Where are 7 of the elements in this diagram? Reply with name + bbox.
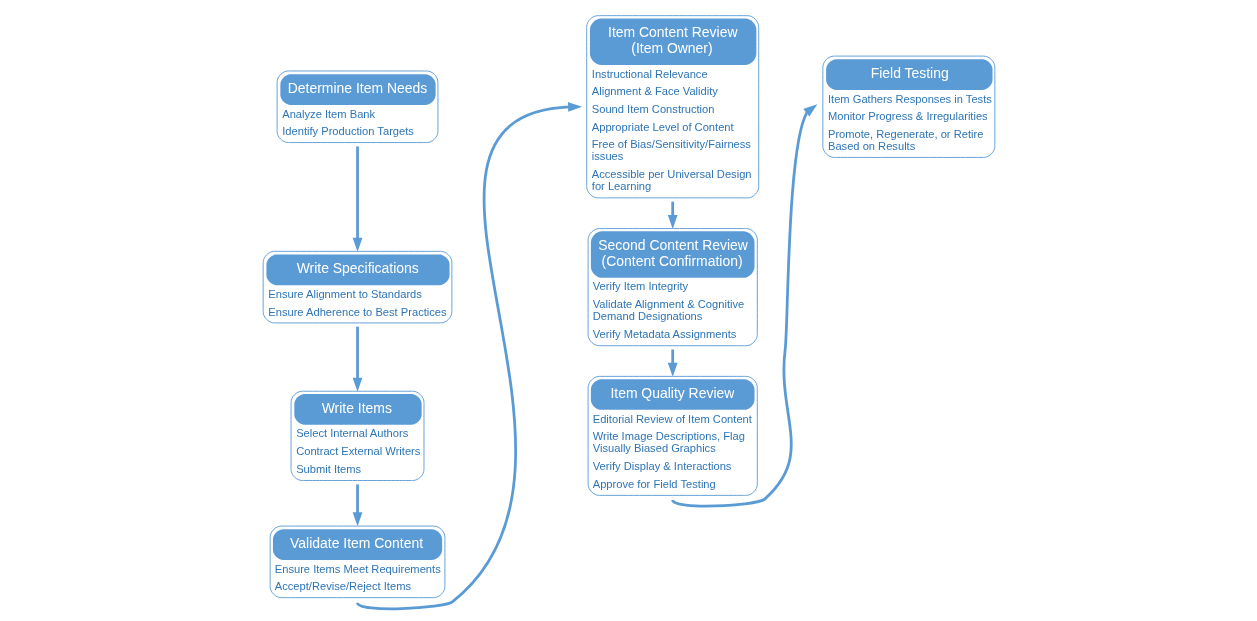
arrow [352, 146, 362, 252]
arrow [352, 326, 362, 392]
arrow [671, 104, 817, 508]
arrow [667, 349, 678, 377]
arrow [667, 201, 678, 229]
arrow [356, 102, 582, 611]
arrow [352, 484, 362, 527]
